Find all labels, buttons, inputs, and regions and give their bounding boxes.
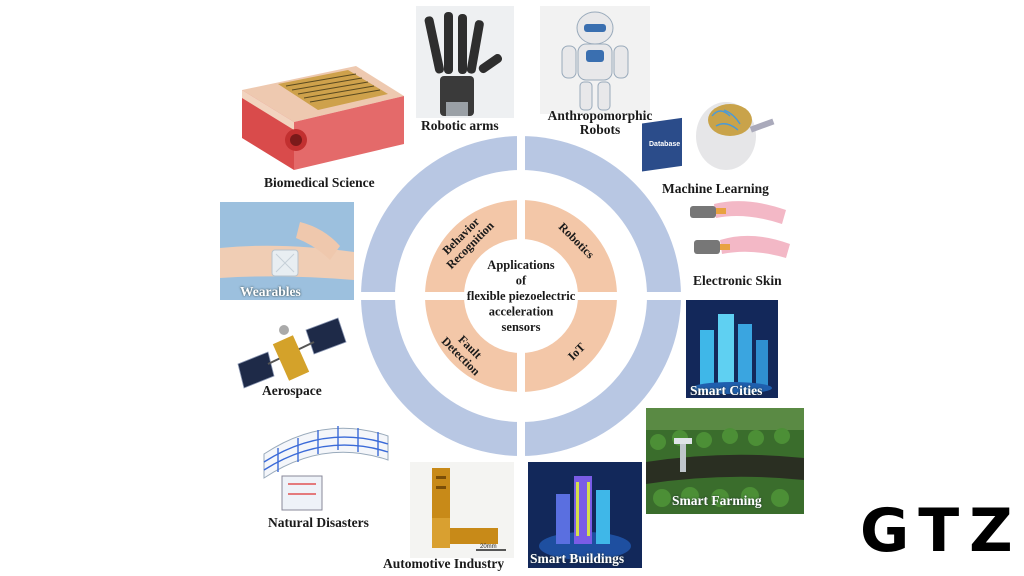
flexible-grid-icon <box>263 426 389 511</box>
label-anthropomorphic-line1: Anthropomorphic <box>547 108 653 123</box>
center-text-line: acceleration <box>489 305 554 319</box>
scale-bar-label: 20mm <box>480 544 497 550</box>
center-text-line: sensors <box>502 320 541 334</box>
gtz-watermark: GTZ <box>860 496 1023 566</box>
smart-buildings-image <box>528 462 642 568</box>
automotive-image <box>410 462 514 558</box>
city-towers-icon <box>686 300 778 398</box>
label-anthropomorphic-robots: Anthropomorphic Robots <box>540 108 660 138</box>
electronic-skin-image <box>686 196 794 272</box>
label-natural-disasters: Natural Disasters <box>268 515 369 530</box>
label-machine-learning: Machine Learning <box>662 181 769 196</box>
machine-learning-image <box>638 96 778 176</box>
farm-field-icon <box>646 408 804 514</box>
center-text-line: flexible piezoelectric <box>467 289 576 303</box>
label-smart-farming: Smart Farming <box>672 493 762 508</box>
e-skin-icon <box>690 201 790 258</box>
skin-section-icon <box>242 66 404 170</box>
horizontal-divider <box>359 292 683 300</box>
sensor-device-icon <box>432 468 506 551</box>
label-anthropomorphic-line2: Robots <box>579 122 621 138</box>
wrist-sensor-icon <box>220 202 354 300</box>
center-text-line: of <box>516 274 527 288</box>
label-aerospace: Aerospace <box>262 383 322 398</box>
label-automotive-industry: Automotive Industry <box>383 556 505 571</box>
smart-farming-image <box>646 408 804 514</box>
humanoid-robot-icon <box>561 11 629 111</box>
center-text-line: Applications <box>487 258 555 272</box>
natural-disasters-image <box>258 414 394 514</box>
label-smart-buildings: Smart Buildings <box>530 551 625 566</box>
biomedical-skin-image <box>238 56 406 174</box>
label-database: Database <box>649 141 681 148</box>
label-electronic-skin: Electronic Skin <box>693 273 782 288</box>
robotic-hand-icon <box>424 12 503 116</box>
label-robotic-arms: Robotic arms <box>421 118 499 133</box>
label-biomedical-science: Biomedical Science <box>264 175 375 190</box>
buildings-icon <box>528 462 642 568</box>
anthropomorphic-robot-image <box>540 6 650 114</box>
smart-cities-image <box>686 300 778 398</box>
wearables-image <box>220 202 354 300</box>
label-wearables: Wearables <box>240 284 301 299</box>
aerospace-image <box>234 316 350 390</box>
ai-head-icon <box>642 102 775 172</box>
label-smart-cities: Smart Cities <box>690 383 763 398</box>
satellite-icon <box>237 317 347 389</box>
robotic-arm-image <box>416 6 514 118</box>
